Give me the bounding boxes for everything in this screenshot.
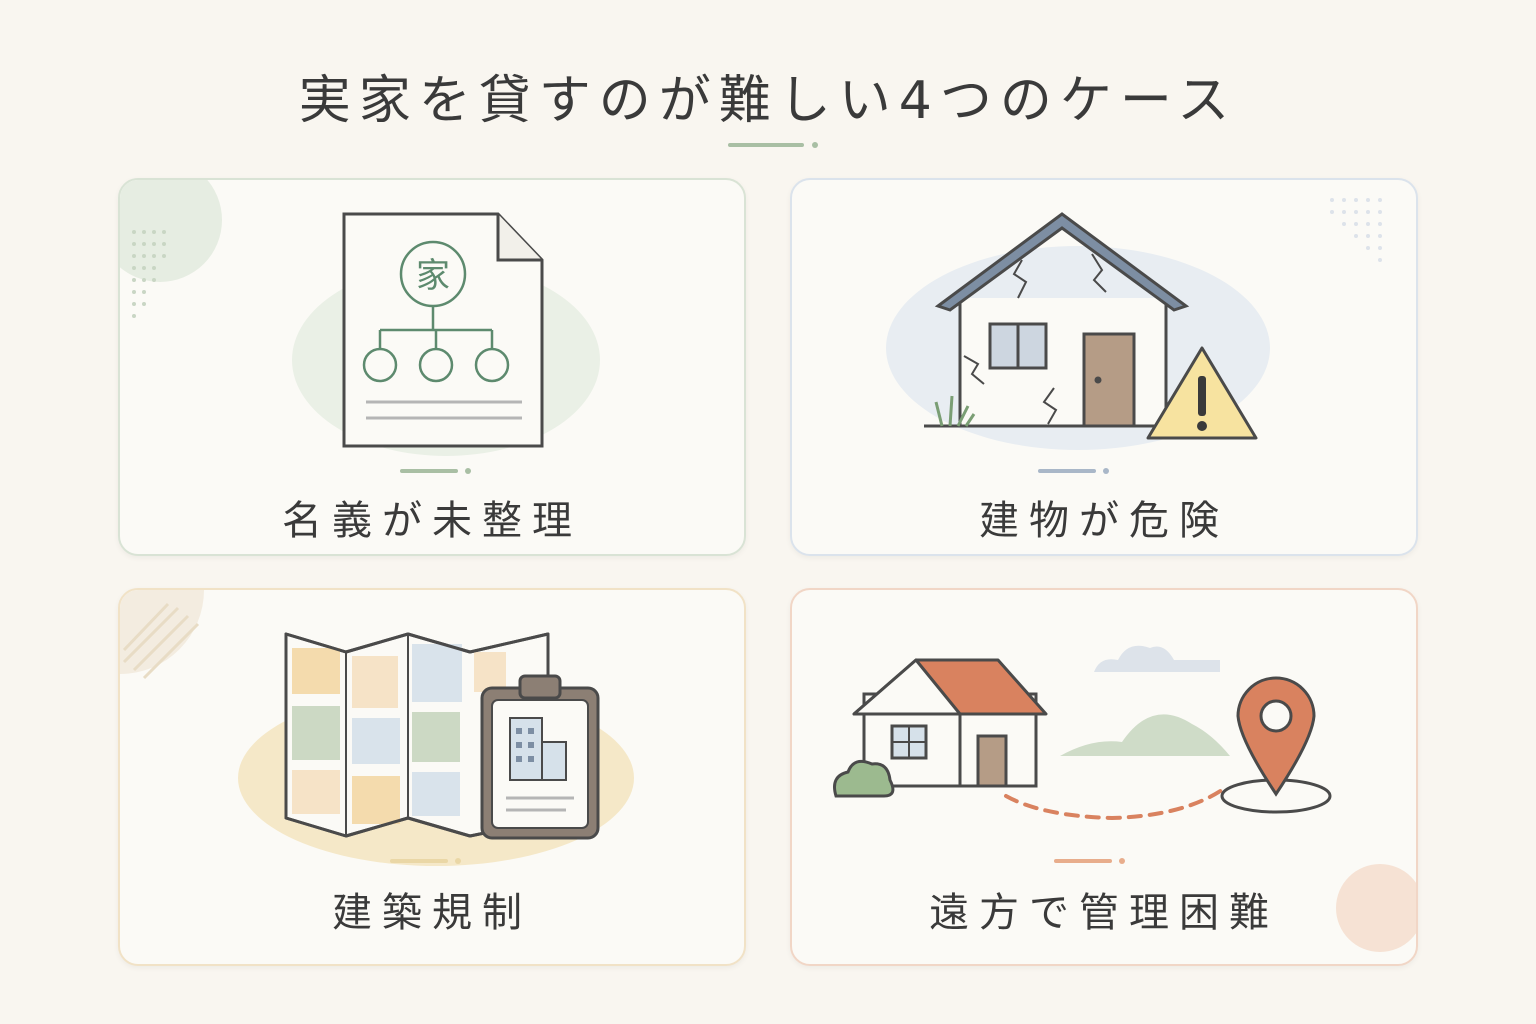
case-label-building-danger: 建物が危険 xyxy=(979,498,1229,544)
distant-house-location-icon xyxy=(833,645,1416,952)
case-card-building-danger: 建物が危険 xyxy=(790,178,1418,556)
case-card-building-regulation: 建築規制 xyxy=(118,588,746,966)
zoning-map-clipboard-icon xyxy=(120,590,634,866)
cracked-house-warning-icon xyxy=(886,198,1382,474)
family-tree-document-icon: 家 xyxy=(120,180,600,474)
page-title: 実家を貸すのが難しい4つのケース xyxy=(298,71,1238,131)
document-family-char: 家 xyxy=(416,256,450,296)
case-label-remote-management: 遠方で管理困難 xyxy=(929,890,1279,936)
case-label-building-regulation: 建築規制 xyxy=(332,890,532,936)
case-label-ownership: 名義が未整理 xyxy=(282,498,582,544)
case-card-remote-management: 遠方で管理困難 xyxy=(790,588,1418,966)
title-accent xyxy=(728,142,818,148)
case-card-ownership: 家 名義が未整理 xyxy=(118,178,746,556)
